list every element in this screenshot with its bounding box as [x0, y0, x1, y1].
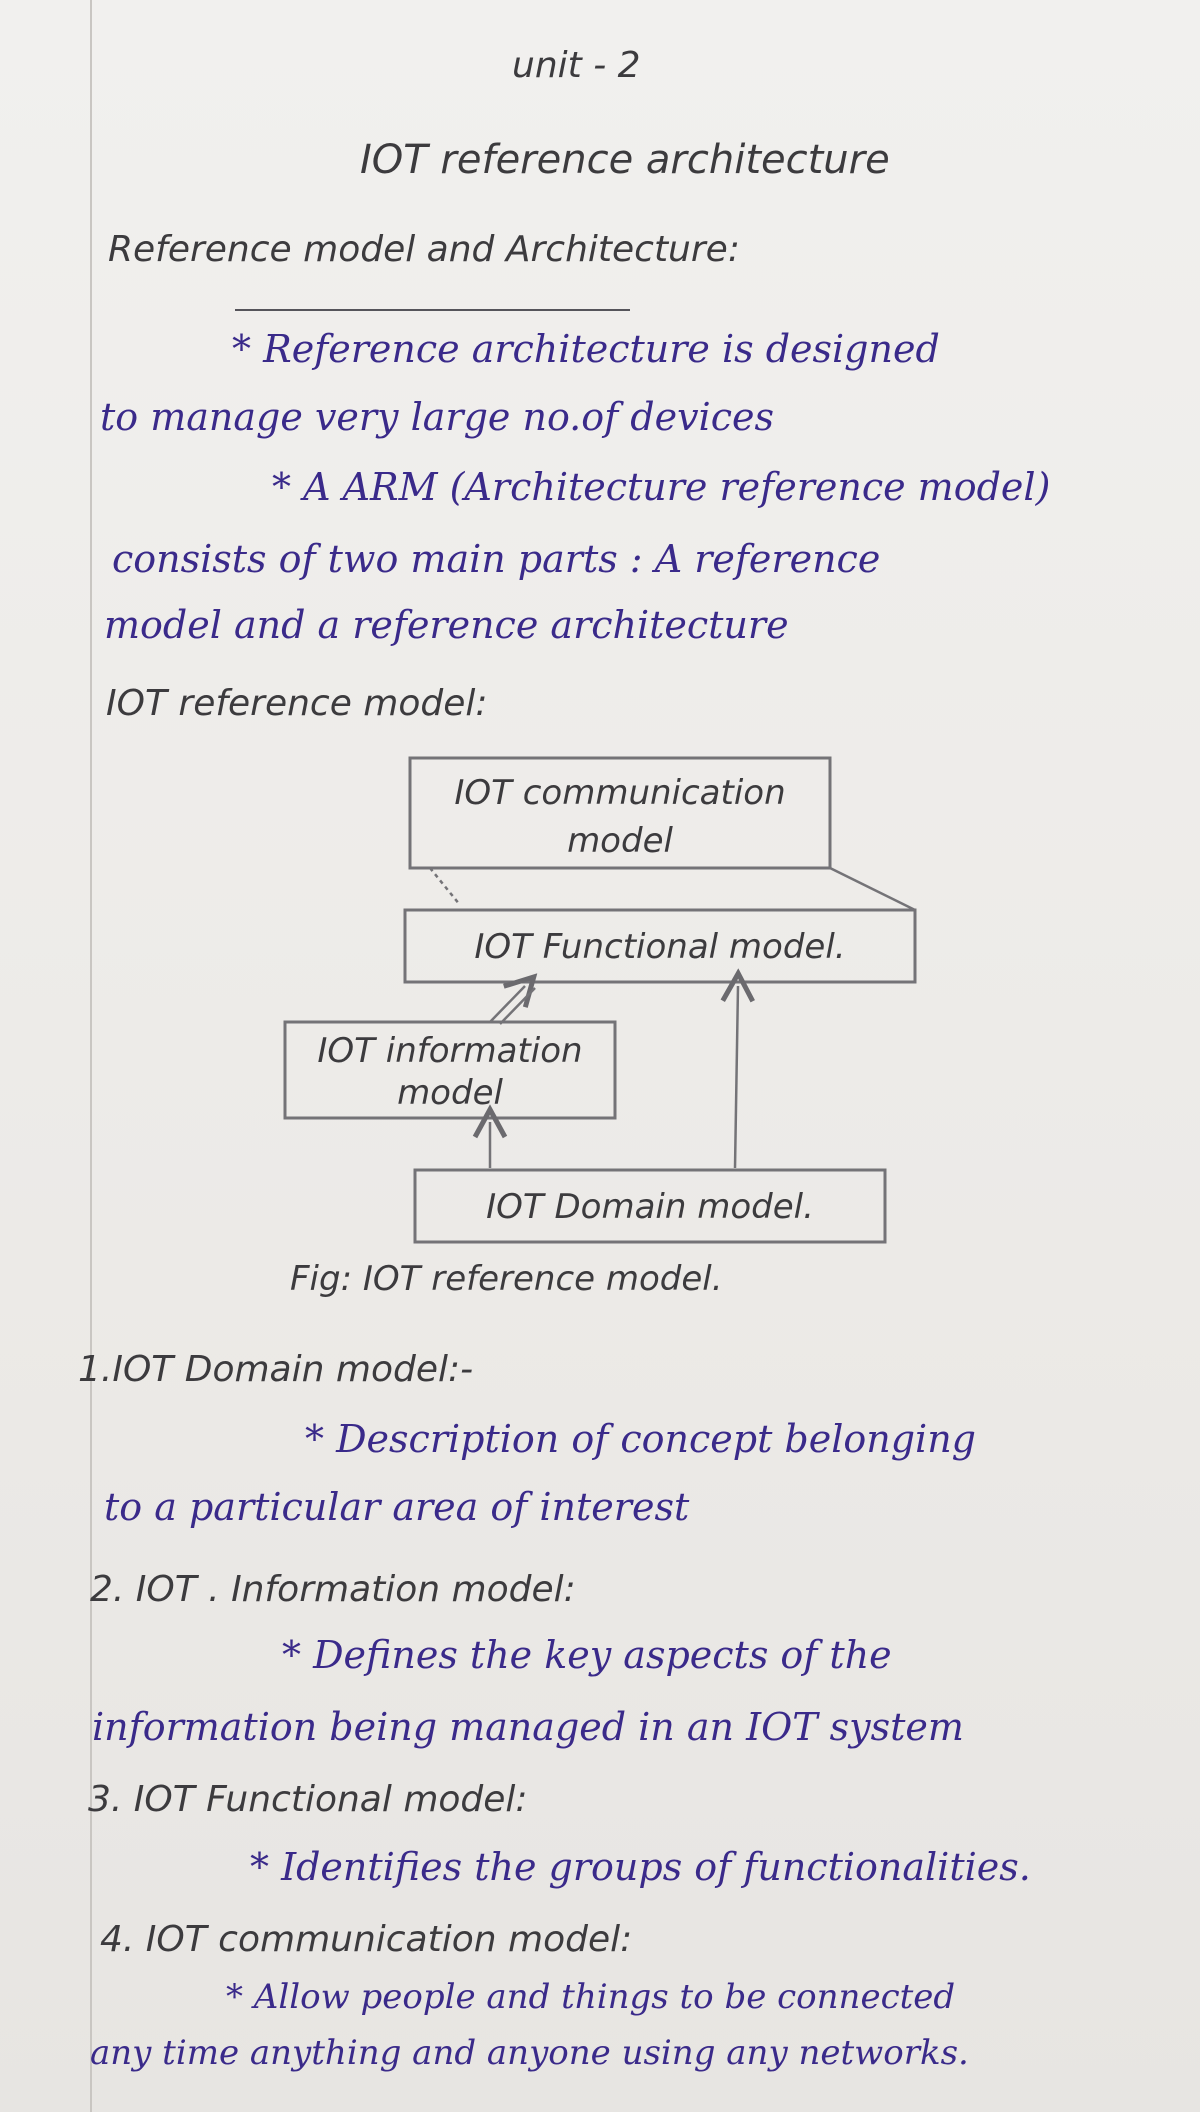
model-2-heading: 2. IOT . Information model: — [90, 1569, 576, 1610]
model-1-heading: 1.IOT Domain model:- — [78, 1349, 474, 1390]
point-2-line-3: model and a reference architecture — [104, 603, 789, 647]
model-2-line-2: information being managed in an IOT syst… — [92, 1705, 964, 1749]
connector-communication-functional — [829, 866, 916, 912]
point-2-line-1: * A ARM (Architecture reference model) — [272, 465, 1051, 509]
model-3-line-1: * Identifies the groups of functionaliti… — [250, 1845, 1031, 1889]
margin-line — [90, 0, 92, 2112]
diagram-heading: IOT reference model: — [106, 683, 488, 724]
label-functional: IOT Functional model. — [474, 927, 845, 967]
label-domain: IOT Domain model. — [486, 1187, 814, 1227]
section-heading-reference-model: Reference model and Architecture: — [108, 229, 740, 270]
label-communication-line-1: IOT communication — [454, 773, 785, 813]
unit-label: unit - 2 — [512, 45, 641, 86]
label-information-line-1: IOT information — [317, 1031, 582, 1071]
page-title: IOT reference architecture — [360, 137, 890, 183]
model-1-line-1: * Description of concept belonging — [305, 1417, 977, 1461]
heading-underline — [235, 309, 630, 311]
point-2-line-2: consists of two main parts : A reference — [112, 537, 881, 581]
figure-caption: Fig: IOT reference model. — [290, 1259, 723, 1299]
label-communication-line-2: model — [567, 821, 673, 861]
model-4-line-2: any time anything and anyone using any n… — [90, 2033, 969, 2073]
box-functional-model — [403, 908, 917, 984]
model-4-heading: 4. IOT communication model: — [100, 1919, 633, 1960]
model-4-line-1: * Allow people and things to be connecte… — [226, 1977, 956, 2017]
point-1-line-1: * Reference architecture is designed — [232, 327, 940, 371]
arrow-information-to-functional — [489, 986, 525, 1023]
label-information-line-2: model — [397, 1073, 503, 1113]
box-communication-model — [408, 756, 832, 870]
model-2-line-1: * Defines the key aspects of the — [282, 1633, 892, 1677]
connector-dotted — [429, 867, 461, 906]
point-1-line-2: to manage very large no.of devices — [100, 395, 774, 439]
model-1-line-2: to a particular area of interest — [104, 1485, 690, 1529]
model-3-heading: 3. IOT Functional model: — [88, 1779, 528, 1820]
arrow-domain-to-functional — [735, 986, 738, 1169]
arrow-information-to-functional-2 — [499, 987, 536, 1025]
box-information-model — [283, 1020, 617, 1120]
box-domain-model — [413, 1168, 887, 1244]
